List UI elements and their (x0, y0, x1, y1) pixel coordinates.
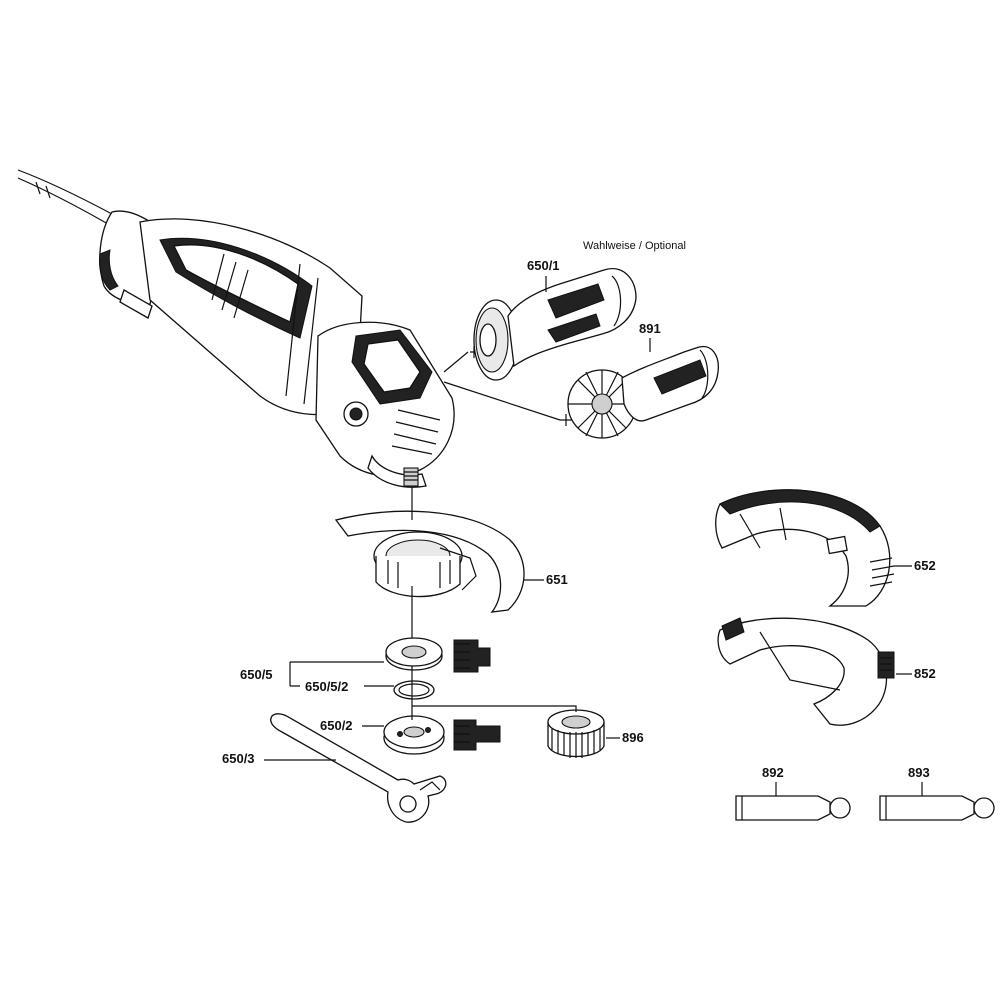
part-891-vibration-handle (560, 346, 719, 439)
angle-grinder-body (99, 210, 455, 488)
part-651-guard (334, 510, 525, 613)
label-896: 896 (622, 730, 644, 745)
label-891: 891 (639, 321, 661, 336)
label-650-5: 650/5 (240, 667, 273, 682)
part-652-cutting-guard (715, 489, 912, 607)
part-893-tube (879, 782, 995, 821)
label-650-3: 650/3 (222, 751, 255, 766)
part-650-1-side-handle (470, 268, 637, 381)
label-651: 651 (546, 572, 568, 587)
label-892: 892 (762, 765, 784, 780)
label-893: 893 (908, 765, 930, 780)
label-650-5-2: 650/5/2 (305, 679, 349, 694)
label-852: 852 (914, 666, 936, 681)
label-650-1: 650/1 (527, 258, 560, 273)
part-892-tube (735, 782, 851, 821)
optional-note: Wahlweise / Optional (583, 240, 686, 252)
part-650-3-spanner (270, 713, 447, 823)
power-cord (17, 169, 113, 225)
part-852-guard (717, 617, 912, 726)
label-650-2: 650/2 (320, 718, 353, 733)
part-650-5-flange (385, 637, 491, 673)
part-650-2-clamping-nut (383, 715, 501, 755)
label-652: 652 (914, 558, 936, 573)
part-896-quick-nut (547, 709, 605, 758)
